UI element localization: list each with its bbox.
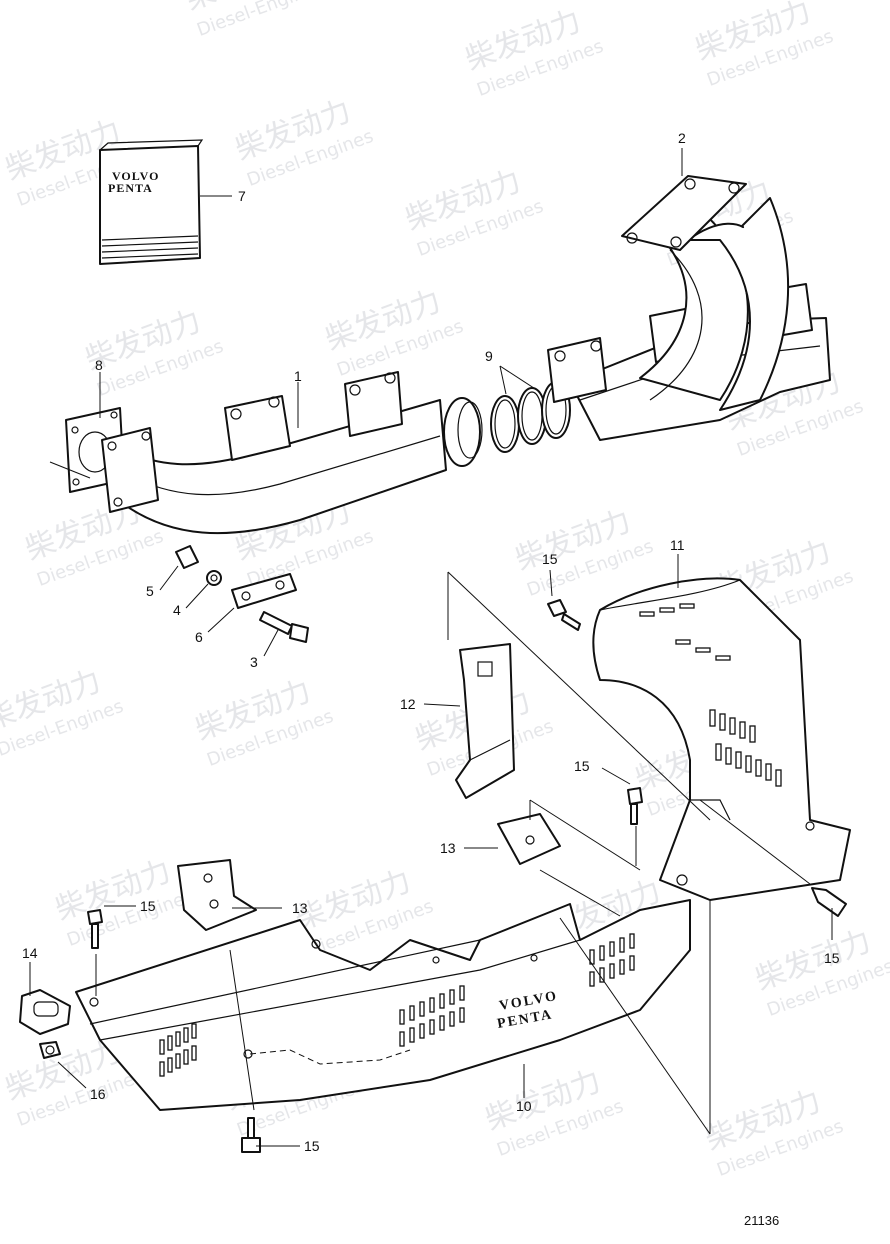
exhaust-manifold-rear xyxy=(547,175,831,441)
bolt xyxy=(241,1117,261,1153)
watermark: 柴发动力 Diesel-Engines xyxy=(401,164,546,261)
support-bracket xyxy=(455,643,515,799)
booklet-brand-line2: PENTA xyxy=(108,181,153,195)
callout-11: 11 xyxy=(670,537,685,553)
callout-8: 8 xyxy=(95,357,103,373)
bolt xyxy=(547,599,581,631)
clip xyxy=(19,989,71,1035)
watermark: 柴发动力 Diesel-Engines xyxy=(511,504,656,601)
watermark: 柴发动力 Diesel-Engines xyxy=(701,1084,846,1181)
watermark: 柴发动力 Diesel-Engines xyxy=(461,4,606,101)
watermark: 柴发动力 Diesel-Engines xyxy=(231,94,376,191)
bracket-13-lower xyxy=(177,859,257,931)
leader-lines xyxy=(29,148,833,1147)
callout-2: 2 xyxy=(678,130,686,146)
watermark: 柴发动力 Diesel-Engines xyxy=(321,284,466,381)
callout-16: 16 xyxy=(90,1086,106,1102)
callout-15-left: 15 xyxy=(140,898,156,914)
callout-9: 9 xyxy=(485,348,493,364)
callout-4: 4 xyxy=(173,602,181,618)
vent-slots xyxy=(159,933,635,1077)
callout-10: 10 xyxy=(516,1098,532,1114)
flange-nut xyxy=(39,1041,61,1059)
vent-slots xyxy=(639,603,782,787)
heat-shield-front: VOLVO PENTA xyxy=(75,899,691,1111)
drawing-reference-number: 21136 xyxy=(744,1213,779,1228)
booklet-brand-line1: VOLVO xyxy=(112,169,159,183)
callout-13-upper: 13 xyxy=(440,840,456,856)
watermark: 柴发动力 Diesel-Engines xyxy=(481,1064,626,1161)
watermark: 柴发动力 Diesel-Engines xyxy=(181,0,326,41)
callout-14: 14 xyxy=(22,945,38,961)
exhaust-manifold-front xyxy=(49,371,483,535)
callout-15-right: 15 xyxy=(824,950,840,966)
callout-7: 7 xyxy=(238,188,246,204)
bracket-13-upper xyxy=(497,813,561,865)
bolt xyxy=(811,887,847,917)
watermark: 柴发动力 Diesel-Engines xyxy=(191,674,336,771)
instruction-booklet: VOLVO PENTA xyxy=(99,139,204,265)
watermark: 柴发动力 Diesel-Engines xyxy=(691,0,836,91)
callout-12: 12 xyxy=(400,696,416,712)
callout-15-middle: 15 xyxy=(574,758,590,774)
bolt xyxy=(627,787,643,825)
callout-3: 3 xyxy=(250,654,258,670)
bolt xyxy=(87,909,103,949)
callout-5: 5 xyxy=(146,583,154,599)
watermark: 柴发动力 Diesel-Engines xyxy=(751,924,890,1021)
callouts: 1 2 3 4 5 6 7 8 9 10 11 12 13 13 14 15 1… xyxy=(22,130,840,1154)
callout-13-lower: 13 xyxy=(292,900,308,916)
watermark: 柴发动力 Diesel-Engines xyxy=(51,854,196,951)
callout-15-top: 15 xyxy=(542,551,558,567)
heat-shield-rear xyxy=(592,577,851,901)
callout-1: 1 xyxy=(294,368,302,384)
watermark: 柴发动力 Diesel-Engines xyxy=(0,664,126,761)
callout-15-bottom: 15 xyxy=(304,1138,320,1154)
mounting-hardware xyxy=(175,545,309,643)
callout-6: 6 xyxy=(195,629,203,645)
watermark: 柴发动力 Diesel-Engines xyxy=(81,304,226,401)
